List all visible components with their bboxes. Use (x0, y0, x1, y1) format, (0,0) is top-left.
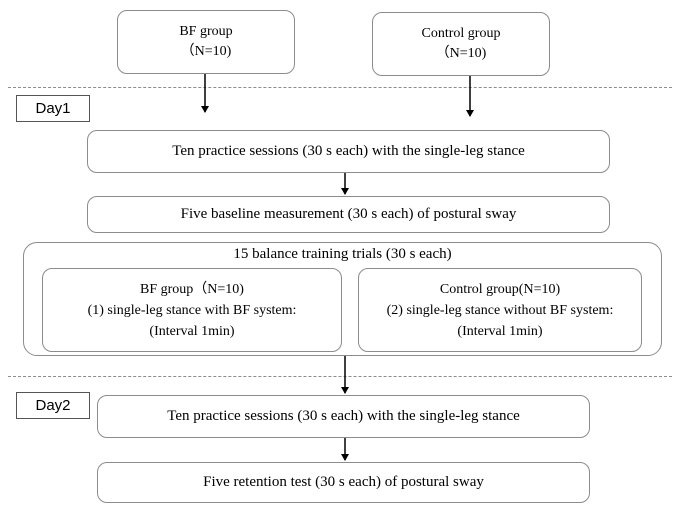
training-bf-group-box: BF group（N=10) (1) single-leg stance wit… (42, 268, 342, 352)
training-bf-interval: (Interval 1min) (149, 323, 235, 339)
training-control-group-box: Control group(N=10) (2) single-leg stanc… (358, 268, 642, 352)
training-control-header: Control group(N=10) (439, 281, 561, 297)
control-group-n: （N=10) (435, 46, 487, 61)
training-control-desc: (2) single-leg stance without BF system: (386, 302, 614, 318)
control-group-box: Control group （N=10) (372, 12, 550, 76)
training-control-interval: (Interval 1min) (457, 323, 543, 339)
day2-practice-box: Ten practice sessions (30 s each) with t… (97, 395, 590, 438)
day1-separator (8, 87, 672, 88)
day1-label: Day1 (16, 95, 90, 122)
bf-group-label: BF group (179, 24, 233, 39)
training-bf-header: BF group（N=10) (140, 281, 244, 297)
training-bf-desc: (1) single-leg stance with BF system: (87, 302, 297, 318)
retention-test-box: Five retention test (30 s each) of postu… (97, 462, 590, 503)
day2-label: Day2 (16, 392, 90, 419)
day2-separator (8, 376, 672, 377)
training-trials-title: 15 balance training trials (30 s each) (233, 246, 452, 262)
training-trials-container: 15 balance training trials (30 s each) B… (23, 242, 662, 356)
bf-group-box: BF group （N=10) (117, 10, 295, 74)
baseline-measurement-box: Five baseline measurement (30 s each) of… (87, 196, 610, 233)
day1-practice-box: Ten practice sessions (30 s each) with t… (87, 130, 610, 173)
bf-group-n: （N=10) (180, 44, 232, 59)
control-group-label: Control group (421, 26, 501, 41)
